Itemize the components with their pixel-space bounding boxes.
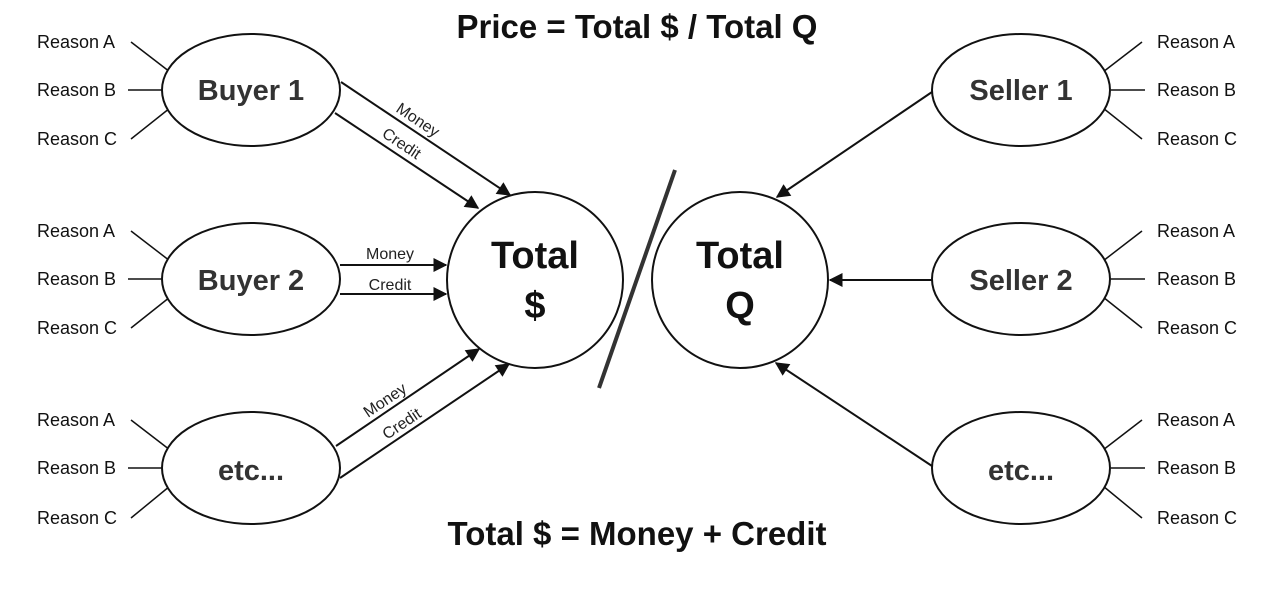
seller-etc-reason-b: Reason B bbox=[1157, 458, 1236, 478]
division-slash bbox=[597, 169, 677, 389]
total-money-line-2: $ bbox=[524, 285, 545, 327]
buyer-1-reason-a: Reason A bbox=[37, 32, 115, 52]
seller-etc-reason-a: Reason A bbox=[1157, 410, 1235, 430]
seller-2-reason-a: Reason A bbox=[1157, 221, 1235, 241]
seller-etc-label: etc... bbox=[988, 455, 1054, 487]
total-quantity-line-1: Total bbox=[696, 235, 784, 277]
seller-2-label: Seller 2 bbox=[969, 265, 1072, 297]
buyer-2-label: Buyer 2 bbox=[198, 265, 304, 297]
seller-1-arrow bbox=[775, 91, 933, 198]
seller-etc-arrow bbox=[774, 362, 933, 467]
seller-1-reason-b: Reason B bbox=[1157, 80, 1236, 100]
buyer-1-group: Reason A Reason B Reason C Buyer 1 Money… bbox=[37, 32, 512, 209]
seller-etc-group: Reason A Reason B Reason C etc... bbox=[774, 362, 1237, 528]
buyer-1-credit-arrow bbox=[334, 112, 480, 209]
buyer-etc-reason-c: Reason C bbox=[37, 508, 117, 528]
seller-1-group: Reason A Reason B Reason C Seller 1 bbox=[775, 32, 1237, 198]
price-equation-title: Price = Total $ / Total Q bbox=[457, 8, 818, 45]
buyer-etc-label: etc... bbox=[218, 455, 284, 487]
seller-etc-node bbox=[931, 411, 1111, 525]
buyer-1-reason-b: Reason B bbox=[37, 80, 116, 100]
total-money-equation-title: Total $ = Money + Credit bbox=[448, 515, 827, 552]
seller-2-reason-c: Reason C bbox=[1157, 318, 1237, 338]
buyer-2-reason-a: Reason A bbox=[37, 221, 115, 241]
total-money-node: Total $ bbox=[446, 191, 624, 369]
seller-1-node bbox=[931, 33, 1111, 147]
buyer-etc-reason-a: Reason A bbox=[37, 410, 115, 430]
seller-2-reason-b: Reason B bbox=[1157, 269, 1236, 289]
buyer-2-node bbox=[161, 222, 341, 336]
buyer-1-label: Buyer 1 bbox=[198, 75, 304, 107]
buyer-1-reason-c: Reason C bbox=[37, 129, 117, 149]
seller-etc-reason-c: Reason C bbox=[1157, 508, 1237, 528]
buyer-etc-group: Reason A Reason B Reason C etc... Money … bbox=[37, 348, 511, 528]
total-quantity-node: Total Q bbox=[651, 191, 829, 369]
buyer-2-reason-b: Reason B bbox=[37, 269, 116, 289]
buyer-etc-credit-arrow bbox=[339, 363, 511, 479]
buyer-1-node bbox=[161, 33, 341, 147]
buyer-etc-node bbox=[161, 411, 341, 525]
buyer-2-group: Reason A Reason B Reason C Buyer 2 Money… bbox=[37, 221, 448, 338]
seller-1-label: Seller 1 bbox=[969, 75, 1072, 107]
buyer-1-money-arrow bbox=[340, 81, 512, 196]
seller-1-reason-a: Reason A bbox=[1157, 32, 1235, 52]
seller-2-group: Reason A Reason B Reason C Seller 2 bbox=[828, 221, 1237, 338]
seller-1-reason-c: Reason C bbox=[1157, 129, 1237, 149]
total-money-line-1: Total bbox=[491, 235, 579, 277]
total-quantity-line-2: Q bbox=[725, 285, 755, 327]
buyer-2-reason-c: Reason C bbox=[37, 318, 117, 338]
buyer-etc-reason-b: Reason B bbox=[37, 458, 116, 478]
buyer-etc-money-arrow bbox=[335, 348, 481, 447]
buyer-2-credit-label: Credit bbox=[369, 277, 412, 294]
buyer-2-money-label: Money bbox=[366, 246, 414, 263]
